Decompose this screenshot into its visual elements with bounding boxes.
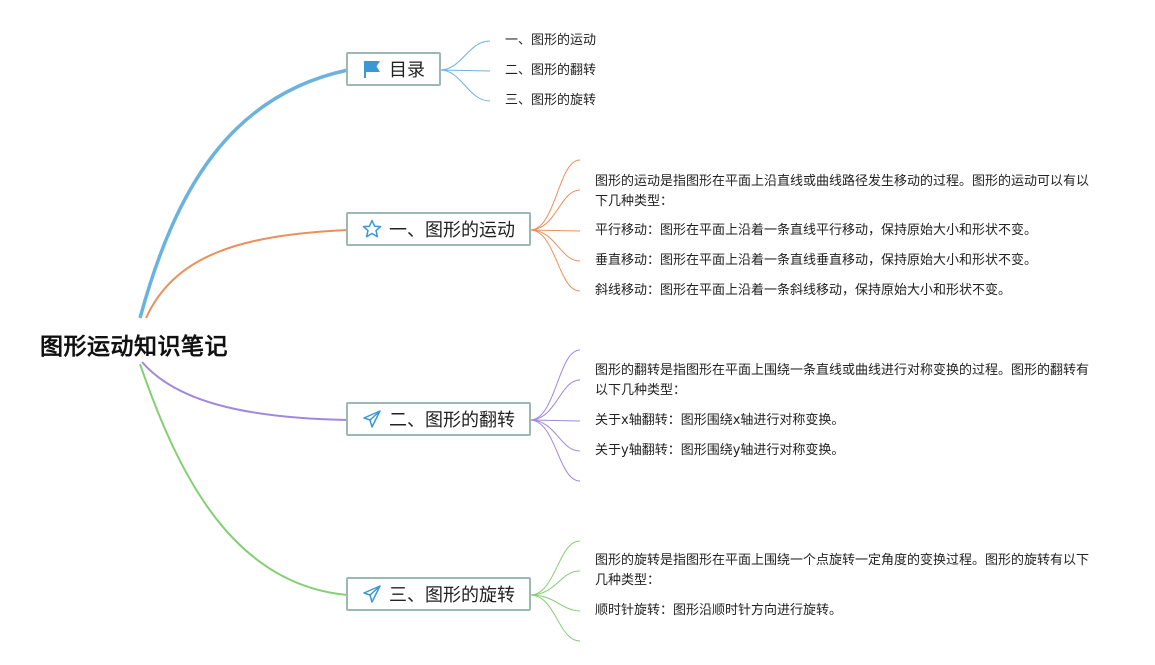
branch-node-rotate[interactable]: 三、图形的旋转	[346, 577, 531, 611]
branch-node-toc[interactable]: 目录	[346, 52, 441, 86]
branch-label-motion: 一、图形的运动	[389, 220, 515, 241]
rotate-intro-text[interactable]: 图形的旋转是指图形在平面上围绕一个点旋转一定角度的变换过程。图形的旋转有以下几种…	[595, 553, 1090, 588]
branch-node-flip[interactable]: 二、图形的翻转	[346, 402, 531, 436]
connectors-rotate-leaves	[529, 540, 581, 642]
connectors-toc-leaves	[439, 40, 491, 102]
motion-intro-text[interactable]: 图形的运动是指图形在平面上沿直线或曲线路径发生移动的过程。图形的运动可以有以下几…	[595, 174, 1090, 209]
toc-item-flip[interactable]: 二、图形的翻转	[505, 63, 597, 78]
branch-label-toc: 目录	[389, 60, 425, 81]
paper-plane-icon	[362, 409, 382, 429]
flag-icon	[362, 59, 382, 79]
connector-root-flip	[141, 361, 349, 421]
flip-leaf-y-axis[interactable]: 关于y轴翻转：图形围绕y轴进行对称变换。	[595, 443, 845, 458]
branch-label-flip: 二、图形的翻转	[389, 410, 515, 431]
rotate-leaf-clockwise[interactable]: 顺时针旋转：图形沿顺时针方向进行旋转。	[595, 603, 843, 618]
root-topic[interactable]: 图形运动知识笔记	[40, 334, 228, 360]
connector-root-rotate	[139, 363, 349, 596]
motion-leaf-parallel[interactable]: 平行移动：图形在平面上沿着一条直线平行移动，保持原始大小和形状不变。	[595, 223, 1038, 238]
paper-plane-icon	[362, 584, 382, 604]
connector-root-toc	[138, 68, 349, 319]
branch-node-motion[interactable]: 一、图形的运动	[346, 212, 531, 246]
branch-label-rotate: 三、图形的旋转	[389, 585, 515, 606]
connectors-flip-leaves	[529, 349, 581, 482]
toc-item-motion[interactable]: 一、图形的运动	[505, 33, 597, 48]
flip-intro-text[interactable]: 图形的翻转是指图形在平面上围绕一条直线或曲线进行对称变换的过程。图形的翻转有以下…	[595, 363, 1090, 398]
toc-item-rotate[interactable]: 三、图形的旋转	[505, 93, 597, 108]
motion-leaf-diagonal[interactable]: 斜线移动：图形在平面上沿着一条斜线移动，保持原始大小和形状不变。	[595, 283, 1012, 298]
connector-root-motion	[145, 229, 349, 319]
motion-leaf-vertical[interactable]: 垂直移动：图形在平面上沿着一条直线垂直移动，保持原始大小和形状不变。	[595, 253, 1038, 268]
star-icon	[362, 219, 382, 239]
connectors-motion-leaves	[529, 159, 581, 292]
flip-leaf-x-axis[interactable]: 关于x轴翻转：图形围绕x轴进行对称变换。	[595, 413, 845, 428]
